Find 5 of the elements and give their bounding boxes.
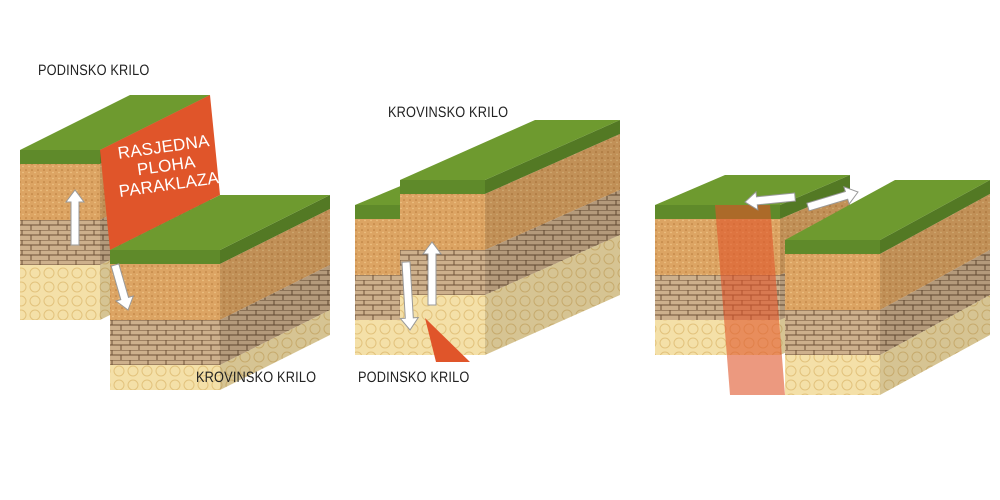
wing-label: PODINSKO KRILO	[38, 62, 150, 79]
wing-label: KROVINSKO KRILO	[196, 369, 316, 386]
fault-plane-label: RASJEDNA PLOHA PARAKLAZA	[116, 130, 222, 204]
wing-label: KROVINSKO KRILO	[388, 104, 508, 121]
wing-label: PODINSKO KRILO	[358, 369, 470, 386]
